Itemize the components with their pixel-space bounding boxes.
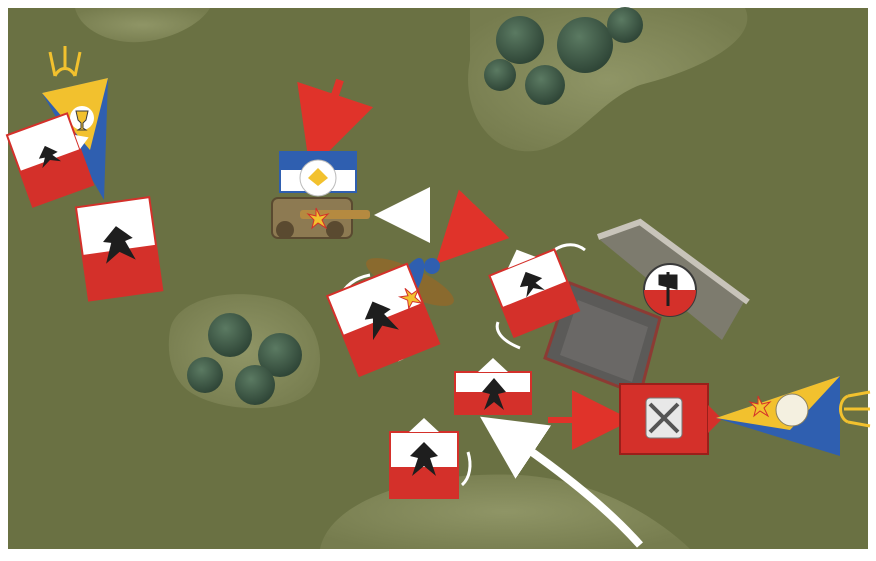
crossed-bones-icon (646, 398, 682, 438)
skull-face-icon (776, 394, 808, 426)
enemy-block[interactable] (620, 384, 722, 454)
regiment-left[interactable] (76, 197, 162, 300)
hochland-detachment[interactable] (280, 152, 356, 196)
axe-marker[interactable] (644, 264, 696, 316)
